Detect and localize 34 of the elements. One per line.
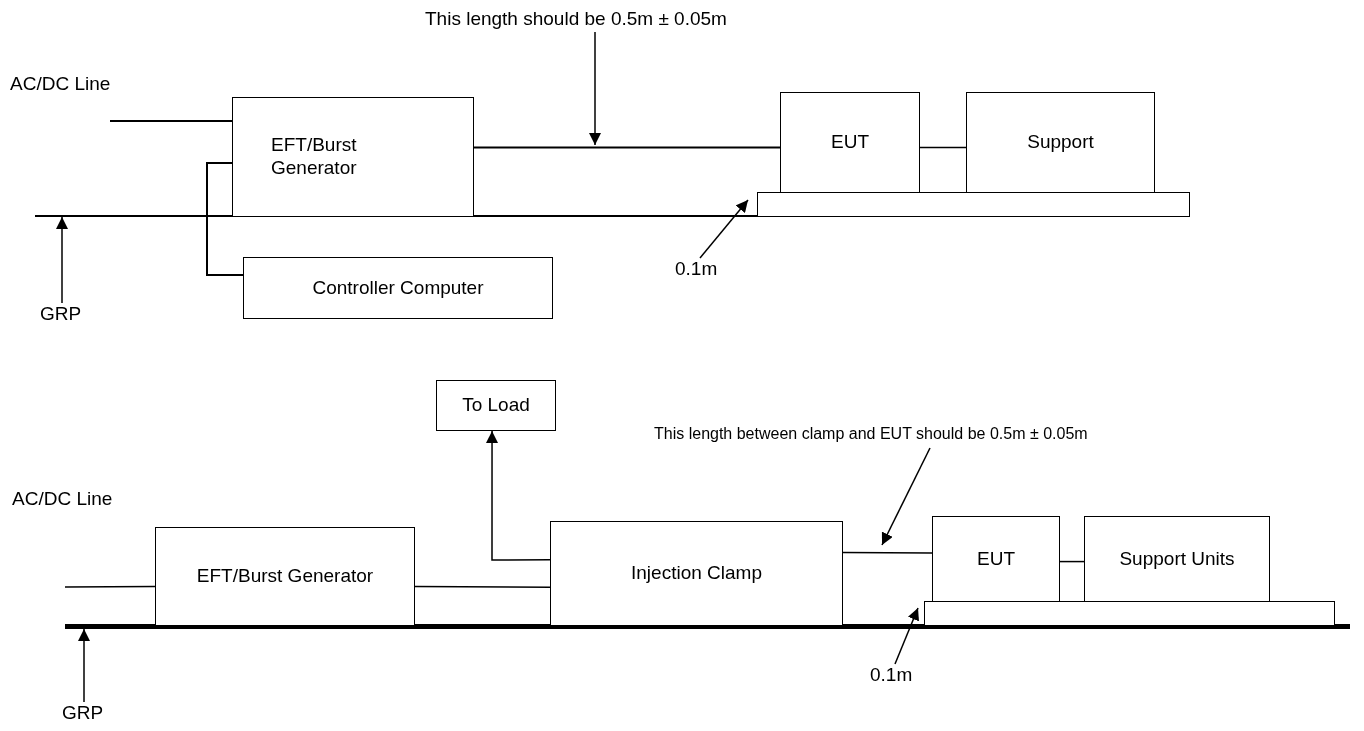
annotation-text: 0.1m <box>870 664 920 688</box>
device-box: EFT/Burst Generator <box>155 527 415 626</box>
cable-line <box>919 146 967 149</box>
device-box: EUT <box>932 516 1060 602</box>
device-box: Controller Computer <box>243 257 553 319</box>
leader-arrow <box>589 31 601 146</box>
cable-line <box>64 585 156 588</box>
leader-arrow <box>78 628 90 703</box>
line-label: AC/DC Line <box>10 73 111 95</box>
support-table <box>924 601 1335 626</box>
device-box: EUT <box>780 92 920 193</box>
cable-line <box>109 120 233 122</box>
cable-line <box>414 585 551 588</box>
leader-arrow <box>894 607 919 665</box>
device-box: Injection Clamp <box>550 521 843 626</box>
line-label: AC/DC Line <box>12 488 113 510</box>
device-box: EFT/Burst Generator <box>232 97 474 217</box>
annotation-text: 0.1m <box>675 258 725 282</box>
device-box: Support <box>966 92 1155 193</box>
device-box: Support Units <box>1084 516 1270 602</box>
cable-line <box>473 146 781 149</box>
support-table <box>757 192 1190 217</box>
device-box: To Load <box>436 380 556 431</box>
cable-line <box>842 551 933 554</box>
cable-arrow <box>486 430 551 561</box>
cable-line <box>1059 560 1085 563</box>
annotation-text: This length should be 0.5m ± 0.05m <box>425 8 765 32</box>
leader-arrow <box>699 199 749 259</box>
leader-arrow <box>56 216 68 304</box>
annotation-text: GRP <box>62 702 106 726</box>
leader-arrow <box>881 447 931 546</box>
cable-line <box>206 162 244 276</box>
annotation-text: This length between clamp and EUT should be 0.5m ± 0.05m <box>654 424 1344 448</box>
annotation-text: GRP <box>40 303 84 327</box>
